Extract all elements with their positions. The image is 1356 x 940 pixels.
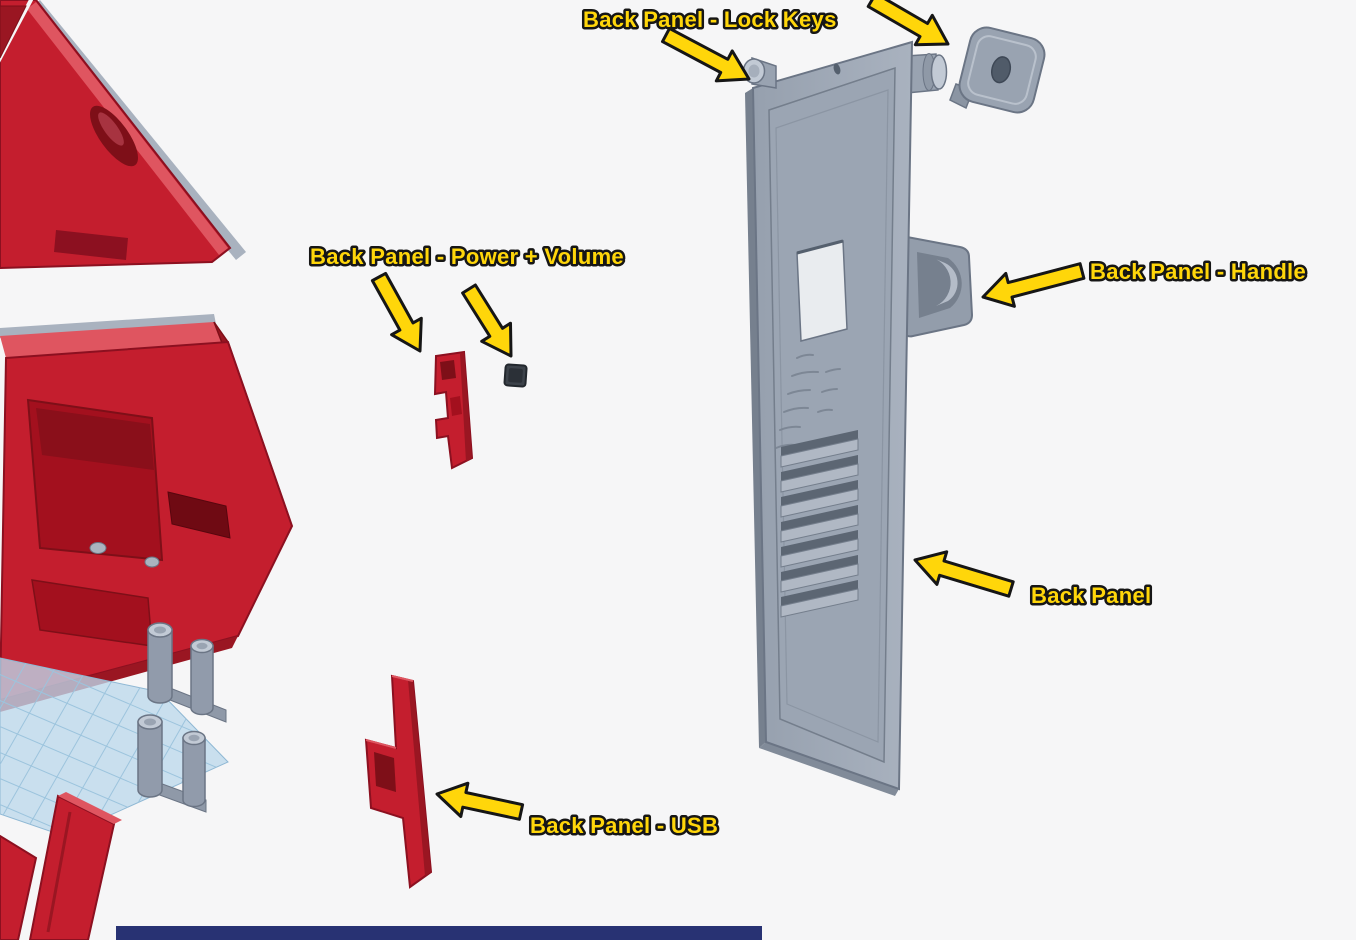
label-handle: Back Panel - Handle (1090, 259, 1306, 284)
power-button-3d[interactable] (503, 363, 528, 388)
vent-slat (780, 463, 859, 493)
vent-slot (781, 455, 858, 481)
vent-slat (780, 513, 859, 543)
panel-window-cutout (796, 239, 848, 342)
annotation-arrows (370, 0, 1086, 821)
standoff-posts-3d[interactable] (137, 622, 227, 813)
vent-slat (780, 563, 859, 593)
lock-key-loose-3d[interactable] (949, 24, 1048, 116)
arrow-usb (435, 781, 525, 821)
arrow-back-panel (913, 550, 1015, 598)
case-body-part-3d[interactable] (0, 314, 294, 712)
vent-slat (780, 438, 859, 468)
vent-slat (780, 538, 859, 568)
case-base-parts-3d[interactable] (0, 792, 122, 940)
vent-slot (781, 430, 858, 456)
handle-3d[interactable] (900, 235, 974, 338)
case-lid-part-3d[interactable] (0, 0, 246, 270)
arrow-lock-key-piece (866, 0, 950, 47)
arrow-volume (461, 283, 513, 358)
arrow-lock-key-panel (661, 26, 751, 83)
label-power-volume: Back Panel - Power + Volume (310, 244, 624, 269)
vent-slot (781, 555, 858, 581)
vent-slot (781, 580, 858, 606)
label-back-panel: Back Panel (1031, 583, 1151, 608)
usb-panel-3d[interactable] (364, 674, 433, 889)
embossed-logo (775, 353, 841, 449)
bottom-bar (116, 926, 762, 940)
power-volume-bracket-3d[interactable] (433, 350, 474, 470)
vent-slot (781, 530, 858, 556)
lock-key-installed-3d[interactable] (742, 56, 777, 89)
arrow-handle (981, 262, 1086, 308)
vent-slat (780, 588, 859, 618)
vent-slat (780, 488, 859, 518)
label-usb: Back Panel - USB (530, 813, 718, 838)
lock-key-shaft-3d[interactable] (905, 53, 948, 94)
vent-slot (781, 505, 858, 531)
arrow-power (370, 271, 423, 353)
label-lock-keys: Back Panel - Lock Keys (583, 7, 837, 32)
back-panel-3d[interactable] (742, 40, 914, 796)
annotation-labels: Back Panel - Lock Keys Back Panel - Powe… (308, 5, 1309, 841)
vent-slot (781, 480, 858, 506)
vent-louvers (780, 430, 859, 618)
